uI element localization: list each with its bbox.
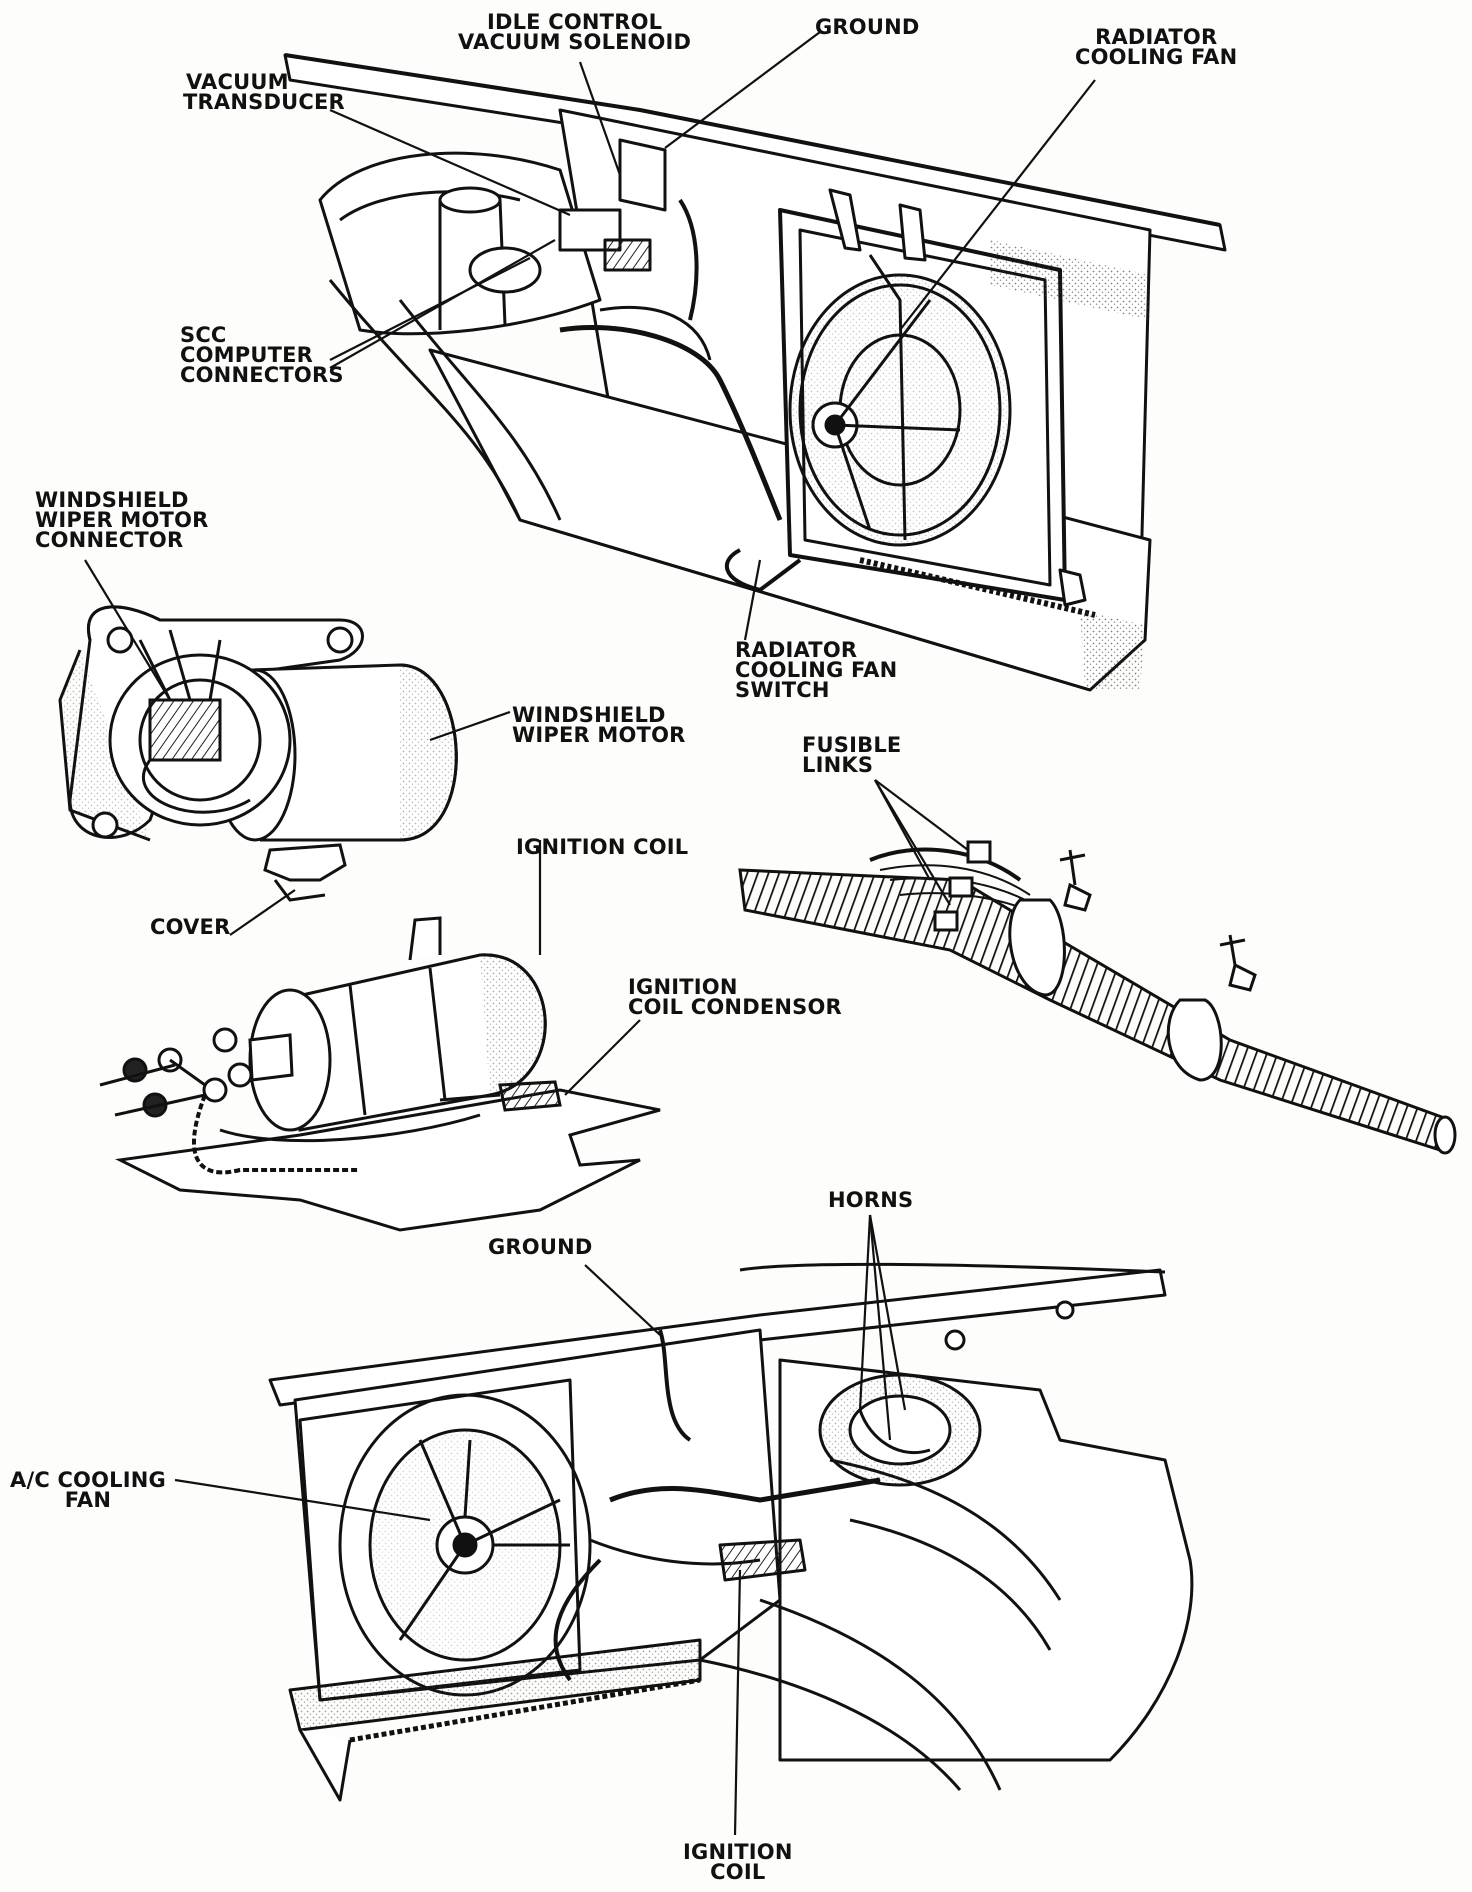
label-horns: HORNS bbox=[828, 1188, 914, 1212]
leader-lines bbox=[84, 31, 1096, 1836]
label-ac-cooling-fan: A/C COOLING FAN bbox=[10, 1468, 166, 1512]
ac-fan-assembly-bottom bbox=[268, 1262, 1194, 1802]
label-ground-top: GROUND bbox=[815, 15, 920, 39]
fusible-link-harness-drawing bbox=[738, 840, 1457, 1155]
label-ignition-coil-bottom: IGNITION COIL bbox=[683, 1840, 793, 1884]
label-ignition-coil-condensor: IGNITION COIL CONDENSOR bbox=[628, 975, 842, 1019]
label-fusible-links: FUSIBLE LINKS bbox=[802, 733, 902, 777]
label-radiator-cooling-fan: RADIATOR COOLING FAN bbox=[1075, 25, 1238, 69]
label-ground-bottom: GROUND bbox=[488, 1235, 593, 1259]
label-idle-control-vacuum-solenoid: IDLE CONTROL VACUUM SOLENOID bbox=[458, 10, 692, 54]
ignition-coil-drawing bbox=[99, 916, 661, 1232]
radiator-assembly-top bbox=[283, 53, 1227, 692]
label-ignition-coil-top: IGNITION COIL bbox=[516, 835, 689, 859]
label-windshield-wiper-motor-connector: WINDSHIELD WIPER MOTOR CONNECTOR bbox=[35, 488, 209, 552]
label-cover: COVER bbox=[150, 915, 231, 939]
label-windshield-wiper-motor: WINDSHIELD WIPER MOTOR bbox=[512, 703, 686, 747]
label-scc-computer-connectors: SCC COMPUTER CONNECTORS bbox=[180, 323, 344, 387]
wiper-motor-drawing bbox=[58, 605, 458, 902]
label-vacuum-transducer: VACUUM TRANSDUCER bbox=[183, 70, 345, 114]
label-radiator-cooling-fan-switch: RADIATOR COOLING FAN SWITCH bbox=[735, 638, 898, 702]
